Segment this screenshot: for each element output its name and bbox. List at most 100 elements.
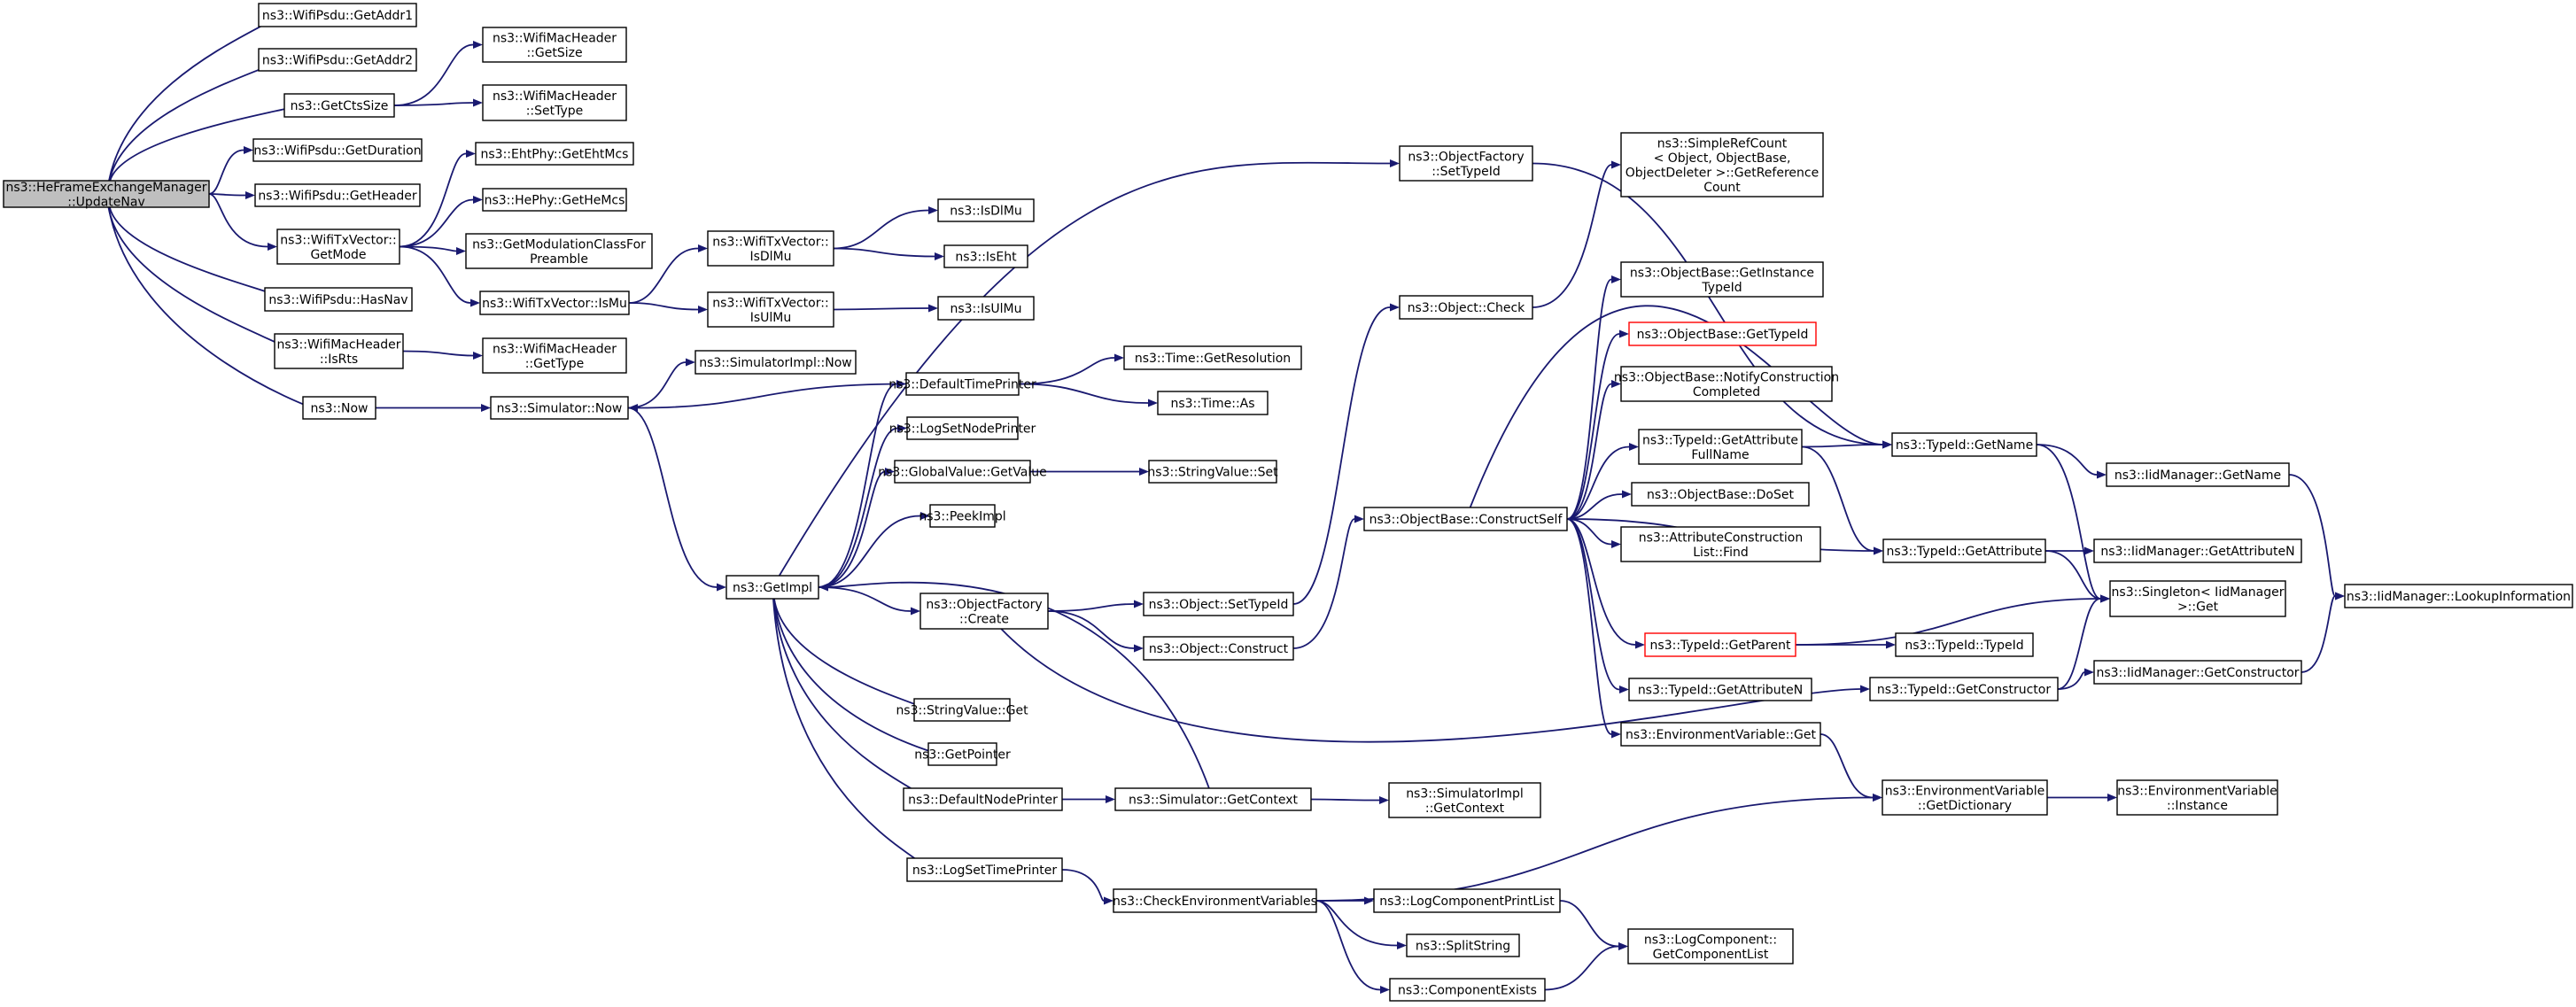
graph-node-iseht[interactable]: ns3::IsEht [943, 244, 1028, 268]
graph-node-typeid_getparent[interactable]: ns3::TypeId::GetParent [1644, 632, 1796, 657]
graph-edge-typeid_getconstructor-to-singleton_get [2057, 598, 2101, 690]
graph-node-box [2116, 779, 2278, 816]
graph-node-iidmgr_getconstructor[interactable]: ns3::IidManager::GetConstructor [2093, 660, 2302, 685]
graph-node-machdr_settype[interactable]: ns3::WifiMacHeader::SetType [482, 84, 627, 121]
graph-node-object_check[interactable]: ns3::Object::Check [1399, 295, 1533, 320]
graph-node-psdu_getduration[interactable]: ns3::WifiPsdu::GetDuration [252, 138, 423, 162]
graph-edge-objbase_constructself-to-envvar_get [1566, 518, 1612, 735]
graph-node-componentexists[interactable]: ns3::ComponentExists [1389, 978, 1546, 1002]
graph-node-typeid_getconstructor[interactable]: ns3::TypeId::GetConstructor [1869, 677, 2059, 701]
graph-node-singleton_get[interactable]: ns3::Singleton< IidManager >::Get [2109, 580, 2286, 617]
graph-node-objbase_constructself[interactable]: ns3::ObjectBase::ConstructSelf [1363, 507, 1568, 531]
graph-node-label: ObjectDeleter >::GetReference [1626, 166, 1819, 180]
graph-node-time_as[interactable]: ns3::Time::As [1157, 391, 1269, 415]
graph-node-label: ::UpdateNav [67, 195, 144, 209]
graph-node-box [264, 287, 413, 312]
graph-node-object_settypeid[interactable]: ns3::Object::SetTypeId [1143, 592, 1294, 616]
graph-node-globalvalue_getvalue[interactable]: ns3::GlobalValue::GetValue [878, 460, 1047, 484]
graph-node-psdu_hasnav[interactable]: ns3::WifiPsdu::HasNav [264, 287, 413, 312]
graph-edge-sim_now-to-getimpl [627, 407, 718, 588]
graph-node-txvec_isdlmu[interactable]: ns3::WifiTxVector::IsDlMu [707, 230, 834, 267]
graph-node-isdlmu[interactable]: ns3::IsDlMu [937, 198, 1035, 222]
graph-node-logsetnodeprinter[interactable]: ns3::LogSetNodePrinter [889, 416, 1036, 440]
graph-node-txvec_getmode[interactable]: ns3::WifiTxVector::GetMode [276, 229, 400, 265]
graph-node-machdr_getsize[interactable]: ns3::WifiMacHeader::GetSize [482, 27, 627, 63]
graph-node-box [2093, 660, 2302, 685]
graph-node-envvar_get[interactable]: ns3::EnvironmentVariable::Get [1620, 722, 1821, 747]
graph-node-simimpl_getcontext[interactable]: ns3::SimulatorImpl::GetContext [1388, 782, 1541, 818]
graph-node-envvar_getdictionary[interactable]: ns3::EnvironmentVariable::GetDictionary [1882, 779, 2048, 816]
graph-node-box [1882, 779, 2048, 816]
graph-node-logcomponentprintlist[interactable]: ns3::LogComponentPrintList [1373, 888, 1561, 913]
graph-node-splitstring[interactable]: ns3::SplitString [1406, 933, 1520, 957]
graph-node-stringvalue_set[interactable]: ns3::StringValue::Set [1147, 460, 1278, 484]
graph-node-txvec_ismu[interactable]: ns3::WifiTxVector::IsMu [479, 290, 630, 315]
graph-node-envvar_instance[interactable]: ns3::EnvironmentVariable::Instance [2116, 779, 2278, 816]
graph-edge-objfactory_create-to-object_settypeid [1047, 603, 1135, 612]
graph-node-label: ns3::Object::Construct [1149, 642, 1289, 656]
graph-node-getctssize[interactable]: ns3::GetCtsSize [283, 93, 395, 118]
graph-node-getimpl[interactable]: ns3::GetImpl [725, 575, 819, 600]
graph-node-box [1895, 632, 2034, 657]
graph-edge-txvec_getmode-to-ehtphy_getehtmcs [399, 152, 467, 248]
graph-node-checkenvvars[interactable]: ns3::CheckEnvironmentVariables [1113, 888, 1317, 913]
graph-edge-arrowhead [473, 41, 483, 49]
graph-node-iidmgr_getattributen[interactable]: ns3::IidManager::GetAttributeN [2093, 538, 2302, 563]
graph-node-label: ::GetType [525, 357, 585, 371]
graph-node-box [482, 27, 627, 63]
graph-node-typeid_getattributen[interactable]: ns3::TypeId::GetAttributeN [1628, 678, 1812, 701]
graph-node-time_getresolution[interactable]: ns3::Time::GetResolution [1123, 345, 1302, 370]
graph-node-simimpl_now[interactable]: ns3::SimulatorImpl::Now [694, 350, 857, 375]
graph-node-machdr_gettype[interactable]: ns3::WifiMacHeader::GetType [482, 337, 627, 374]
graph-node-box [258, 48, 417, 72]
graph-node-stringvalue_get[interactable]: ns3::StringValue::Get [896, 698, 1028, 722]
graph-edge-arrowhead [935, 252, 944, 260]
graph-node-typeid_getname[interactable]: ns3::TypeId::GetName [1891, 432, 2037, 457]
graph-node-logcomp_getcomplist[interactable]: ns3::LogComponent::GetComponentList [1627, 928, 1794, 964]
graph-edge-objbase_constructself-to-objbase_gettypeid [1566, 333, 1620, 520]
graph-node-object_construct[interactable]: ns3::Object::Construct [1143, 636, 1294, 661]
graph-node-defaultnodeprinter[interactable]: ns3::DefaultNodePrinter [903, 787, 1063, 811]
graph-node-simplerefcount[interactable]: ns3::SimpleRefCount< Object, ObjectBase,… [1620, 132, 1824, 198]
graph-node-now[interactable]: ns3::Now [302, 396, 376, 420]
graph-node-update_nav[interactable]: ns3::HeFrameExchangeManager::UpdateNav [3, 180, 210, 210]
graph-node-typeid_typeid[interactable]: ns3::TypeId::TypeId [1895, 632, 2034, 657]
graph-node-psdu_getaddr2[interactable]: ns3::WifiPsdu::GetAddr2 [258, 48, 417, 72]
graph-node-machdr_isrts[interactable]: ns3::WifiMacHeader::IsRts [274, 333, 404, 369]
graph-node-ehtphy_getehtmcs[interactable]: ns3::EhtPhy::GetEhtMcs [475, 142, 634, 166]
graph-node-typeid_getattribute[interactable]: ns3::TypeId::GetAttribute [1882, 538, 2046, 563]
graph-node-objbase_gettypeid[interactable]: ns3::ObjectBase::GetTypeId [1628, 321, 1817, 346]
graph-edge-arrowhead [473, 98, 483, 107]
graph-node-label: ns3::WifiTxVector::IsMu [482, 297, 627, 311]
graph-edge-txvec_getmode-to-getmodclass [399, 245, 457, 252]
graph-node-getpointer[interactable]: ns3::GetPointer [914, 742, 1011, 766]
graph-node-txvec_isulmu[interactable]: ns3::WifiTxVector::IsUlMu [707, 291, 834, 328]
graph-node-box [1114, 787, 1312, 811]
graph-node-sim_now[interactable]: ns3::Simulator::Now [490, 396, 629, 420]
graph-node-objfactory_settypeid[interactable]: ns3::ObjectFactory::SetTypeId [1399, 145, 1533, 182]
graph-node-objfactory_create[interactable]: ns3::ObjectFactory::Create [919, 593, 1049, 630]
graph-node-hephy_gethemcs[interactable]: ns3::HePhy::GetHeMcs [482, 188, 627, 212]
graph-node-label: ns3::ObjectBase::DoSet [1647, 488, 1794, 502]
graph-node-defaulttimeprinter[interactable]: ns3::DefaultTimePrinter [888, 372, 1036, 396]
graph-node-iidmgr_getname[interactable]: ns3::IidManager::GetName [2106, 462, 2290, 487]
graph-node-sim_getcontext[interactable]: ns3::Simulator::GetContext [1114, 787, 1312, 811]
graph-node-iidmgr_lookupinformation[interactable]: ns3::IidManager::LookupInformation [2344, 584, 2573, 608]
graph-node-peekimpl[interactable]: ns3::PeekImpl [919, 504, 1006, 528]
graph-edge-arrowhead [1873, 794, 1882, 802]
graph-node-objbase_doset[interactable]: ns3::ObjectBase::DoSet [1631, 482, 1810, 507]
graph-node-label: ns3::WifiTxVector:: [712, 296, 828, 310]
graph-node-psdu_getheader[interactable]: ns3::WifiPsdu::GetHeader [254, 183, 421, 207]
graph-node-label: ns3::IsEht [955, 251, 1017, 265]
graph-node-isulmu[interactable]: ns3::IsUlMu [937, 296, 1035, 321]
graph-node-logsettimeprinter[interactable]: ns3::LogSetTimePrinter [906, 857, 1063, 882]
graph-node-objbase_notifyconstruction[interactable]: ns3::ObjectBase::NotifyConstructionCompl… [1614, 366, 1839, 402]
graph-node-box [482, 337, 627, 374]
graph-edge-arrowhead [1882, 440, 1892, 449]
graph-node-label: ::Instance [2167, 799, 2228, 813]
graph-node-psdu_getaddr1[interactable]: ns3::WifiPsdu::GetAddr1 [258, 3, 417, 27]
